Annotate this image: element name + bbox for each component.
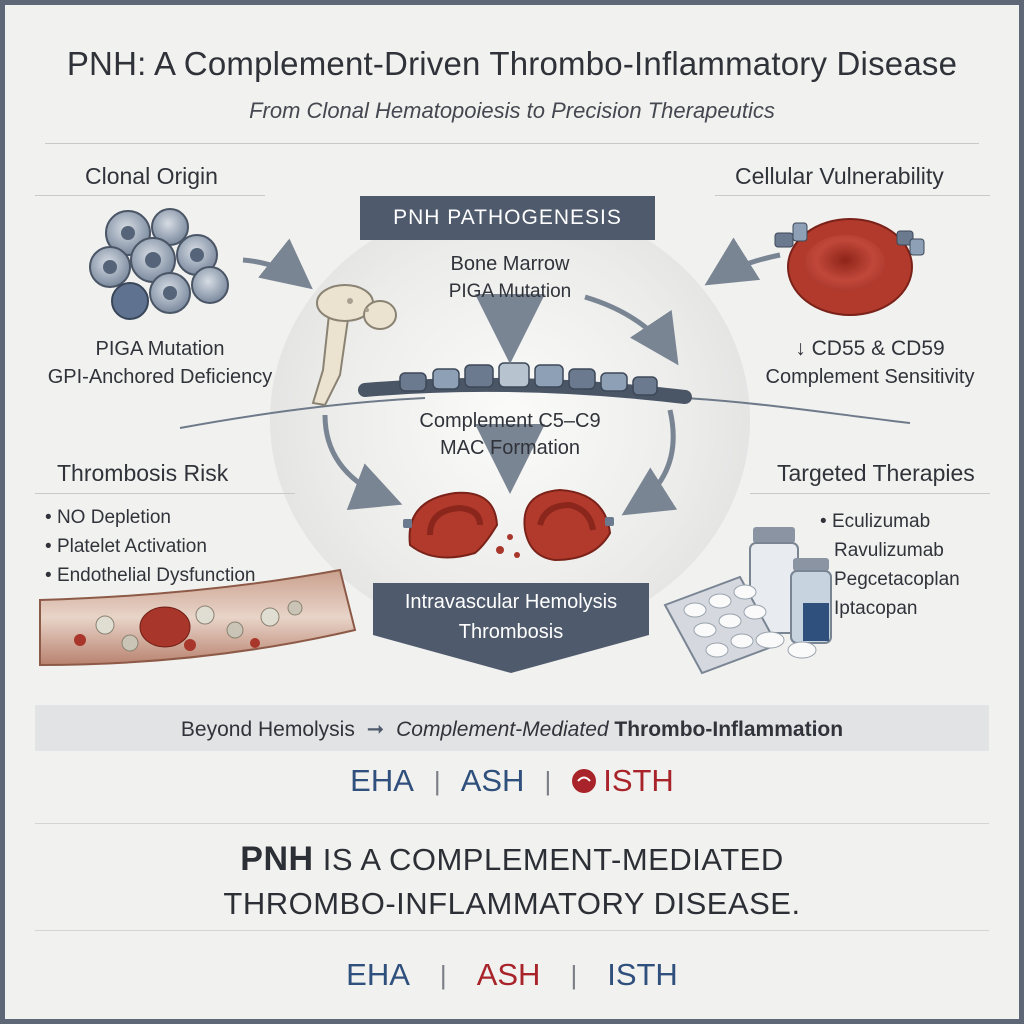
list-item: Endothelial Dysfunction [45,561,256,590]
separator: | [439,959,447,990]
arrow-clonal-to-marrow [242,238,313,290]
cellular-vulnerability-heading: Cellular Vulnerability [735,163,944,189]
arrow-to-hemolysis-left [322,414,403,511]
beyond-part2: Complement-Mediated [396,718,609,741]
cellular-vulnerability-line2: Complement Sensitivity [765,366,975,388]
list-item: Eculizumab [820,507,960,536]
separator: | [570,959,578,990]
outcome-line1: Intravascular Hemolysis [404,591,618,613]
targeted-therapies-heading: Targeted Therapies [777,460,975,486]
arrow-right-icon: ➞ [366,718,385,741]
conclusion-line1-rest: IS A COMPLEMENT-MEDIATED [322,842,784,877]
conclusion-divider-top [35,823,989,824]
thrombosis-risk-heading: Thrombosis Risk [57,460,229,486]
cellular-vulnerability-text: ↓ CD55 & CD59 Complement Sensitivity [755,335,985,391]
society-logos-bottom: EHA | ASH | ISTH [5,957,1019,993]
clonal-origin-line1: PIGA Mutation [95,338,225,360]
medication-icon [663,527,832,675]
outcome-label: Intravascular Hemolysis Thrombosis [373,587,649,647]
bone-icon [311,284,397,407]
list-item: Platelet Activation [45,532,256,561]
conclusion-pnh: PNH [240,840,314,878]
beyond-part3: Thrombo-Inflammation [614,718,844,741]
outcome-box-shape [373,583,649,673]
outcome-line2: Thrombosis [458,621,564,643]
conclusion-line1: PNH IS A COMPLEMENT-MEDIATED [5,837,1019,882]
page-subtitle: From Clonal Hematopoiesis to Precision T… [249,98,775,123]
conclusion-statement: PNH IS A COMPLEMENT-MEDIATED THROMBO-INF… [5,837,1019,926]
infographic-frame: { "header": { "title": "PNH: A Complemen… [5,5,1019,1019]
clonal-origin-heading: Clonal Origin [85,163,218,189]
thrombosis-risk-list: NO Depletion Platelet Activation Endothe… [45,503,256,590]
arrow-to-hemolysis-right [621,409,678,516]
list-item: Ravulizumab [834,540,944,561]
society-logos-top: EHA | ASH | ISTH [5,763,1019,799]
eha-logo: EHA [346,957,410,992]
red-blood-cell-icon [774,218,925,316]
conclusion-line2: THROMBO-INFLAMMATORY DISEASE. [223,886,801,921]
conclusion-divider-bottom [35,930,989,931]
isth-text: ISTH [603,763,674,798]
lysed-red-blood-cell-icon [403,488,614,562]
cellular-vulnerability-line1: ↓ CD55 & CD59 [795,337,945,360]
ash-logo: ASH [476,957,541,992]
stem-cell-cluster-icon [89,208,229,320]
clonal-origin-line2: GPI-Anchored Deficiency [47,366,273,388]
clonal-origin-divider [35,195,265,196]
isth-logo: ISTH [571,763,674,799]
list-item: NO Depletion [45,503,256,532]
arrow-from-rbc [704,237,781,286]
list-item: Iptacopan [834,598,918,619]
cellular-vulnerability-divider [715,195,990,196]
pathogenesis-label: PNH PATHOGENESIS [360,196,655,240]
connector-lines [179,397,911,429]
complement-label: Complement C5–C9 [419,410,601,432]
header-divider [45,143,979,144]
blood-vessel-icon [39,568,357,667]
mac-formation-label: MAC Formation [439,437,581,459]
illustration-layer [39,208,925,675]
clonal-origin-text: PIGA Mutation GPI-Anchored Deficiency [45,335,275,391]
ash-logo: ASH [460,763,525,798]
targeted-therapies-list: Eculizumab Ravulizumab Pegcetacoplan Ipt… [820,507,960,623]
page-title: PNH: A Complement-Driven Thrombo-Inflamm… [66,45,958,82]
separator: | [544,765,552,796]
list-item: Pegcetacoplan [834,569,960,590]
targeted-therapies-divider [750,493,990,494]
thrombosis-risk-divider [35,493,295,494]
beyond-hemolysis-band [35,705,989,751]
isth-logo: ISTH [607,957,678,992]
beyond-part1: Beyond Hemolysis [180,718,355,741]
separator: | [433,765,441,796]
cell-membrane-icon [358,362,692,404]
bone-marrow-label: Bone Marrow [450,253,570,275]
isth-emblem-icon [572,769,597,793]
piga-label: PIGA Mutation [448,281,572,302]
eha-logo: EHA [350,763,414,798]
beyond-hemolysis-statement: Beyond Hemolysis ➞ Complement-Mediated T… [35,717,989,742]
arrow-to-vulnerability [584,294,679,366]
